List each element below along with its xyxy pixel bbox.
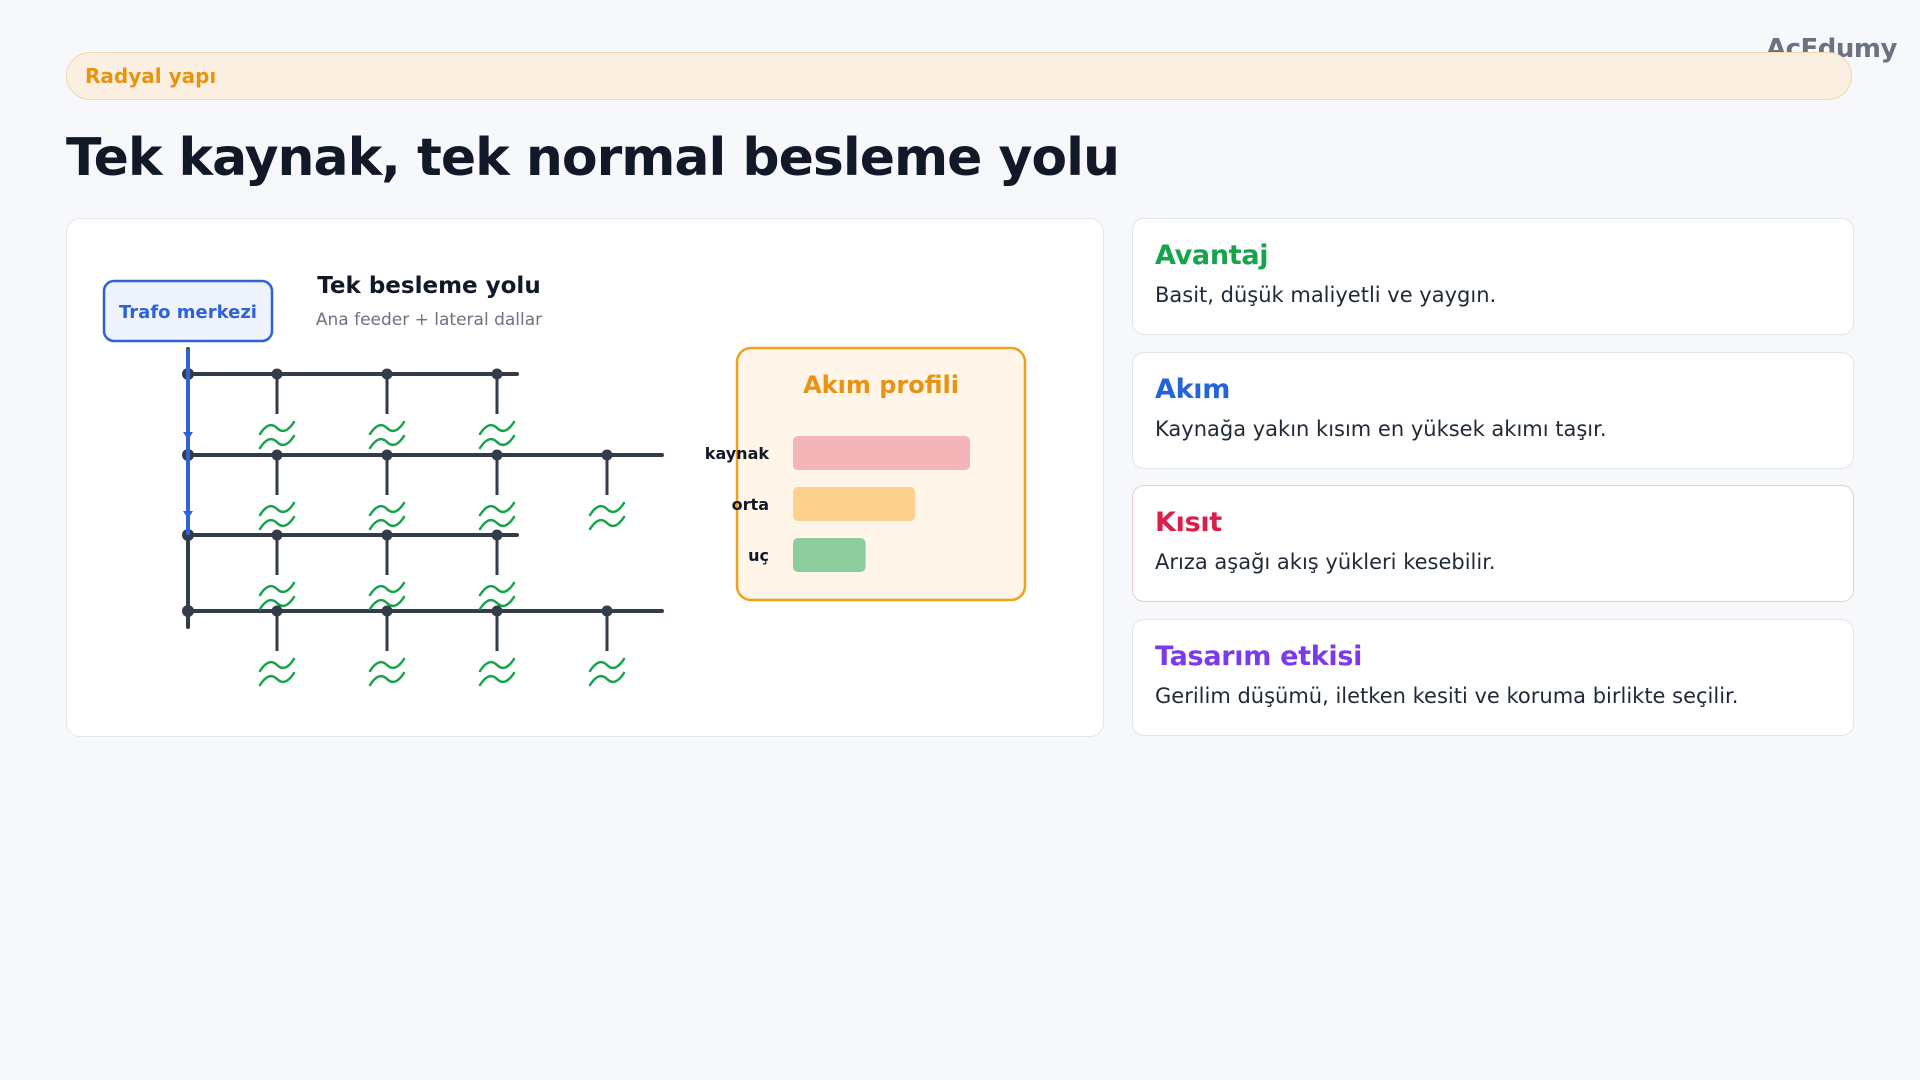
profile-bar	[793, 538, 866, 572]
load-wave	[368, 595, 406, 611]
substation-label: Trafo merkezi	[119, 302, 257, 323]
diagram-heading: Tek besleme yolu	[317, 273, 540, 299]
load-wave	[588, 501, 626, 517]
load-wave	[258, 420, 296, 436]
load-wave	[368, 420, 406, 436]
load-symbol	[478, 420, 516, 450]
tap-node	[491, 605, 503, 617]
load-symbol	[478, 501, 516, 531]
load-wave	[478, 501, 516, 517]
info-card-title: Avantaj	[1155, 240, 1269, 271]
load-symbol	[368, 657, 406, 687]
info-card-title: Kısıt	[1155, 507, 1222, 538]
load-wave	[478, 671, 516, 687]
load-wave	[258, 515, 296, 531]
load-wave	[478, 434, 516, 450]
current-profile-box	[735, 346, 1027, 602]
load-symbol	[588, 657, 626, 687]
load-wave	[478, 581, 516, 597]
tap-node	[381, 605, 393, 617]
tap-node	[271, 449, 283, 461]
junction-node	[182, 605, 194, 617]
tap-node	[601, 449, 613, 461]
tap-node	[271, 605, 283, 617]
flow-arrow	[183, 432, 193, 440]
info-card-text: Arıza aşağı akış yükleri kesebilir.	[1155, 550, 1496, 574]
load-wave	[258, 434, 296, 450]
load-symbol	[258, 420, 296, 450]
tap-node	[381, 368, 393, 380]
load-symbol	[368, 501, 406, 531]
section-tag-label: Radyal yapı	[85, 64, 217, 88]
info-card-text: Gerilim düşümü, iletken kesiti ve koruma…	[1155, 684, 1739, 708]
load-symbol	[258, 501, 296, 531]
flow-arrow	[183, 511, 193, 519]
current-profile-bars: kaynak orta uç	[705, 436, 970, 572]
section-tag: Radyal yapı	[66, 52, 1852, 100]
profile-bar-label: uç	[748, 546, 769, 565]
tap-node	[491, 449, 503, 461]
load-symbol	[478, 581, 516, 611]
load-wave	[368, 434, 406, 450]
current-profile-title: Akım profili	[803, 371, 959, 399]
tap-node	[381, 529, 393, 541]
load-wave	[258, 595, 296, 611]
page-title: Tek kaynak, tek normal besleme yolu	[66, 128, 1120, 188]
load-wave	[368, 657, 406, 673]
load-wave	[368, 581, 406, 597]
profile-bar	[793, 436, 970, 470]
load-wave	[258, 581, 296, 597]
tap-node	[491, 368, 503, 380]
tap-node	[601, 605, 613, 617]
profile-bar	[793, 487, 916, 521]
load-wave	[588, 671, 626, 687]
load-wave	[478, 657, 516, 673]
tap-node	[271, 368, 283, 380]
info-card-text: Kaynağa yakın kısım en yüksek akımı taşı…	[1155, 417, 1607, 441]
tap-node	[271, 529, 283, 541]
load-symbol	[368, 581, 406, 611]
diagram-canvas: Trafo merkezi Tek besleme yolu Ana feede…	[102, 273, 1027, 687]
info-card-text: Basit, düşük maliyetli ve yaygın.	[1155, 283, 1497, 307]
tap-node	[491, 529, 503, 541]
info-card-title: Akım	[1155, 374, 1231, 405]
diagram-subheading: Ana feeder + lateral dallar	[316, 310, 542, 330]
load-wave	[258, 501, 296, 517]
substation-box	[102, 279, 274, 343]
info-card-title: Tasarım etkisi	[1155, 641, 1363, 672]
load-wave	[258, 657, 296, 673]
load-symbol	[478, 657, 516, 687]
load-symbol	[588, 501, 626, 531]
load-wave	[478, 515, 516, 531]
load-wave	[478, 595, 516, 611]
load-wave	[588, 657, 626, 673]
tap-node	[381, 449, 393, 461]
profile-bar-label: kaynak	[705, 444, 770, 463]
radial-network-diagram: Trafo merkezi Tek besleme yolu Ana feede…	[66, 218, 1104, 737]
load-wave	[368, 501, 406, 517]
feeder-network	[182, 347, 664, 687]
profile-bar-label: orta	[732, 495, 769, 514]
load-symbol	[368, 420, 406, 450]
load-wave	[368, 671, 406, 687]
load-wave	[588, 515, 626, 531]
load-symbol	[258, 657, 296, 687]
load-wave	[368, 515, 406, 531]
load-symbol	[258, 581, 296, 611]
load-wave	[478, 420, 516, 436]
load-wave	[258, 671, 296, 687]
